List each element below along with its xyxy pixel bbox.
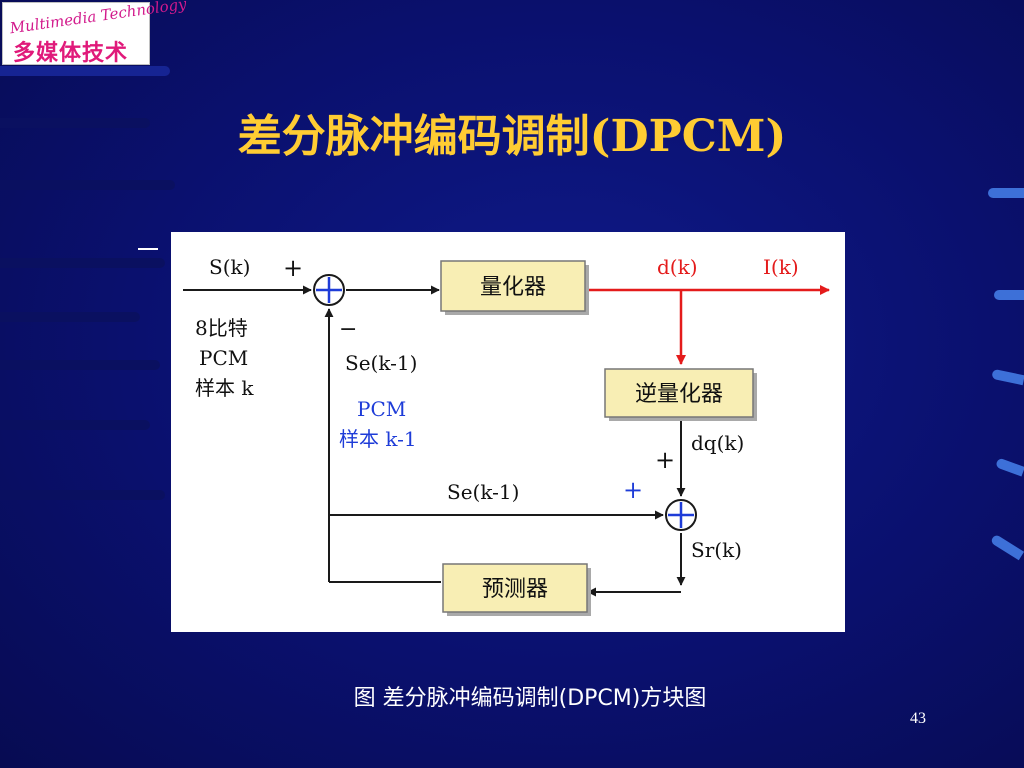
slide-title: 差分脉冲编码调制(DPCM) xyxy=(237,111,787,162)
dq-label: dq(k) xyxy=(691,431,744,455)
right-dash xyxy=(994,290,1024,300)
ik-label: I(k) xyxy=(763,255,799,279)
bg-stripe xyxy=(0,118,150,128)
bg-stripe xyxy=(0,490,165,500)
minus-label: − xyxy=(339,317,357,342)
dpcm-block-diagram: 量化器 逆量化器 预测器 S(k) + − 8比特 PCM 样本 k Se(k-… xyxy=(171,232,845,632)
dequantizer-label: 逆量化器 xyxy=(635,382,723,407)
dequantizer-block: 逆量化器 xyxy=(604,368,757,421)
pcm8-line1: 8比特 xyxy=(195,316,248,340)
pcm-prev-line2: 样本 k-1 xyxy=(339,427,417,451)
pcm-prev-line1: PCM xyxy=(357,397,406,421)
logo-english: Multimedia Technology xyxy=(8,0,188,38)
plus-top-label: + xyxy=(283,254,303,282)
logo-chinese: 多媒体技术 xyxy=(13,41,129,66)
diagram-svg: 量化器 逆量化器 预测器 S(k) + − 8比特 PCM 样本 k Se(k-… xyxy=(183,254,830,616)
predictor-label: 预测器 xyxy=(482,577,548,602)
plus-left-label: + xyxy=(623,476,643,504)
summing-junction-top xyxy=(313,274,345,306)
plus-right-label: + xyxy=(655,446,675,474)
bg-stripe xyxy=(0,258,165,268)
se-top-label: Se(k-1) xyxy=(345,351,417,375)
quantizer-label: 量化器 xyxy=(480,275,546,300)
figure-caption: 图 差分脉冲编码调制(DPCM)方块图 xyxy=(353,686,707,711)
bg-stripe xyxy=(0,180,175,190)
logo: Multimedia Technology 多媒体技术 xyxy=(2,0,188,66)
right-dash xyxy=(989,533,1024,561)
pcm8-line2: PCM xyxy=(199,346,248,370)
dk-label: d(k) xyxy=(657,255,698,279)
input-label: S(k) xyxy=(209,255,250,279)
page-number: 43 xyxy=(910,710,926,727)
right-dash xyxy=(995,457,1024,477)
bg-stripe xyxy=(0,66,170,76)
bg-stripe xyxy=(0,420,150,430)
right-dash xyxy=(991,368,1024,386)
bullet-dash xyxy=(138,248,158,250)
bg-stripe xyxy=(0,360,160,370)
right-dash xyxy=(988,188,1024,198)
summing-junction-adder xyxy=(665,499,697,531)
bg-stripe xyxy=(0,312,140,322)
sr-label: Sr(k) xyxy=(691,538,742,562)
se-mid-label: Se(k-1) xyxy=(447,480,519,504)
quantizer-block: 量化器 xyxy=(440,260,589,315)
predictor-block: 预测器 xyxy=(442,563,591,616)
pcm8-line3: 样本 k xyxy=(195,376,254,400)
